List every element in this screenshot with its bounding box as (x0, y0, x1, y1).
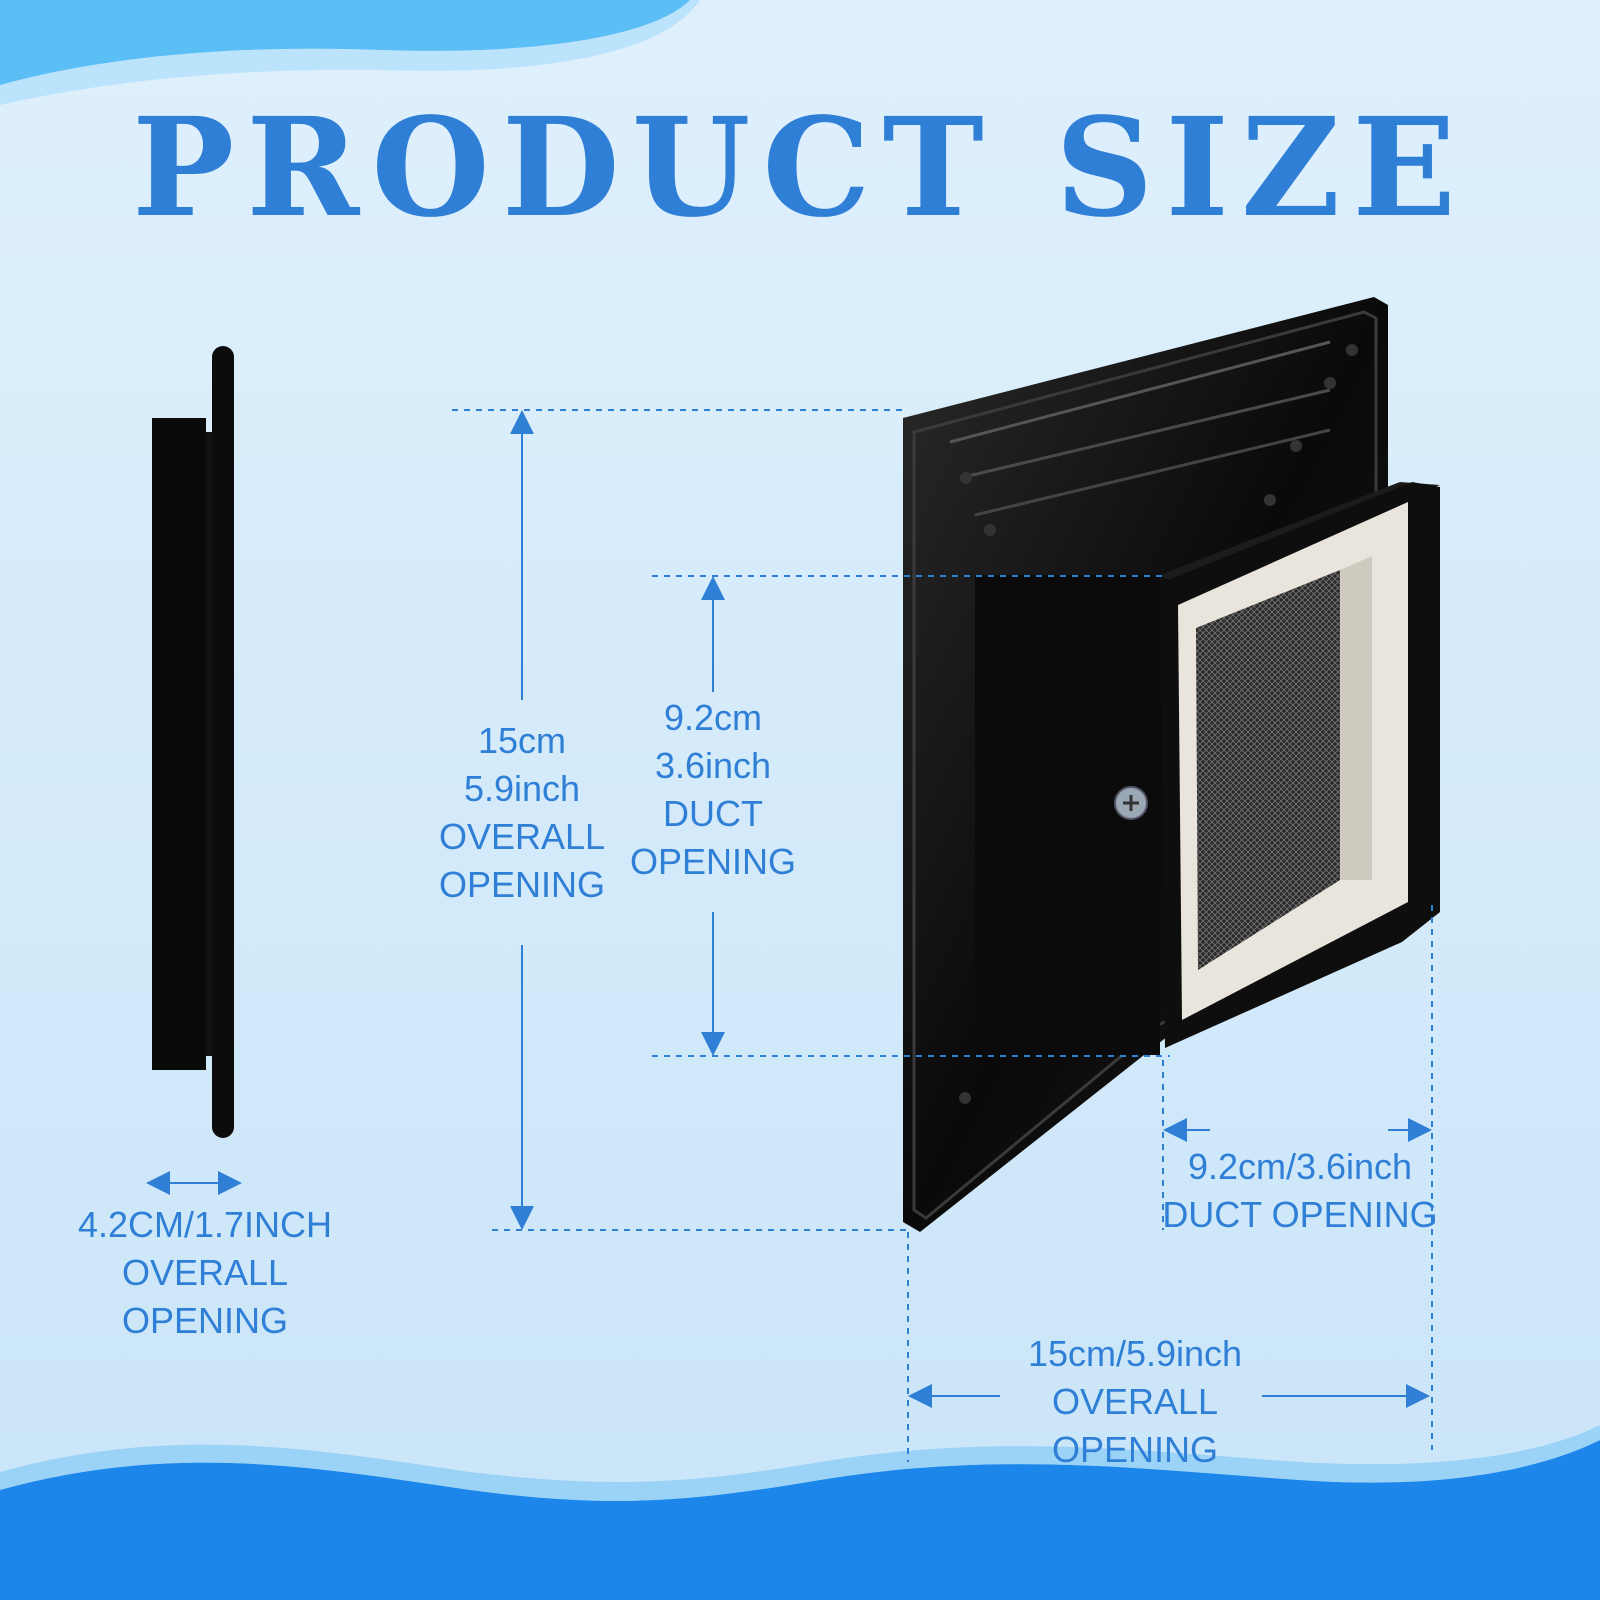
dimension-lines (146, 409, 1433, 1462)
side-profile-view (152, 346, 234, 1138)
duct-width-label: 9.2cm/3.6inch DUCT OPENING (1160, 1143, 1440, 1239)
frame-inner-shadow (1340, 556, 1372, 880)
overall-height-label: 15cm 5.9inch OVERALL OPENING (422, 717, 622, 909)
screw (1264, 494, 1276, 506)
side-depth-line2: OVERALL (121, 1252, 289, 1293)
duct-height-line4: OPENING (629, 841, 797, 882)
side-body (152, 418, 206, 1070)
duct-mesh (1196, 570, 1340, 970)
duct-height-line2: 3.6inch (654, 745, 772, 786)
side-depth-line1: 4.2CM/1.7INCH (77, 1204, 333, 1245)
bottom-wave (0, 1440, 1600, 1600)
page-title: PRODUCT SIZE (132, 88, 1468, 248)
side-flange (206, 432, 216, 1056)
duct-side (975, 575, 1160, 1055)
louver-ridge (974, 428, 1331, 517)
screw (984, 524, 996, 536)
duct-height-label: 9.2cm 3.6inch DUCT OPENING (608, 694, 818, 886)
duct-width-line1: 9.2cm/3.6inch (1187, 1146, 1413, 1187)
overall-width-line1: 15cm/5.9inch (1027, 1333, 1243, 1374)
vent-product-photo (903, 297, 1440, 1232)
overall-height-line4: OPENING (438, 864, 606, 905)
overall-height-line1: 15cm (477, 720, 567, 761)
screw (1324, 377, 1336, 389)
screw (960, 472, 972, 484)
side-depth-label: 4.2CM/1.7INCH OVERALL OPENING (60, 1201, 350, 1345)
side-plate (212, 346, 234, 1138)
overall-height-line3: OVERALL (438, 816, 606, 857)
screw (1346, 344, 1358, 356)
top-wave-highlight (0, 0, 700, 105)
duct-height-line1: 9.2cm (663, 697, 763, 738)
bolt-cross (1123, 795, 1139, 811)
overall-height-line2: 5.9inch (463, 768, 581, 809)
bottom-wave-light (0, 1425, 1600, 1501)
duct-width-line2: DUCT OPENING (1162, 1194, 1438, 1235)
screw (959, 1092, 971, 1104)
louver-ridge (949, 340, 1331, 444)
louver-ridge (959, 388, 1331, 480)
top-wave (0, 0, 690, 85)
duct-height-line3: DUCT (663, 793, 763, 834)
overall-width-label: 15cm/5.9inch OVERALL OPENING (1000, 1330, 1270, 1474)
overall-width-line2: OVERALL (1051, 1381, 1219, 1422)
side-depth-line3: OPENING (121, 1300, 289, 1341)
screw (1290, 440, 1302, 452)
overall-width-line3: OPENING (1051, 1429, 1219, 1470)
